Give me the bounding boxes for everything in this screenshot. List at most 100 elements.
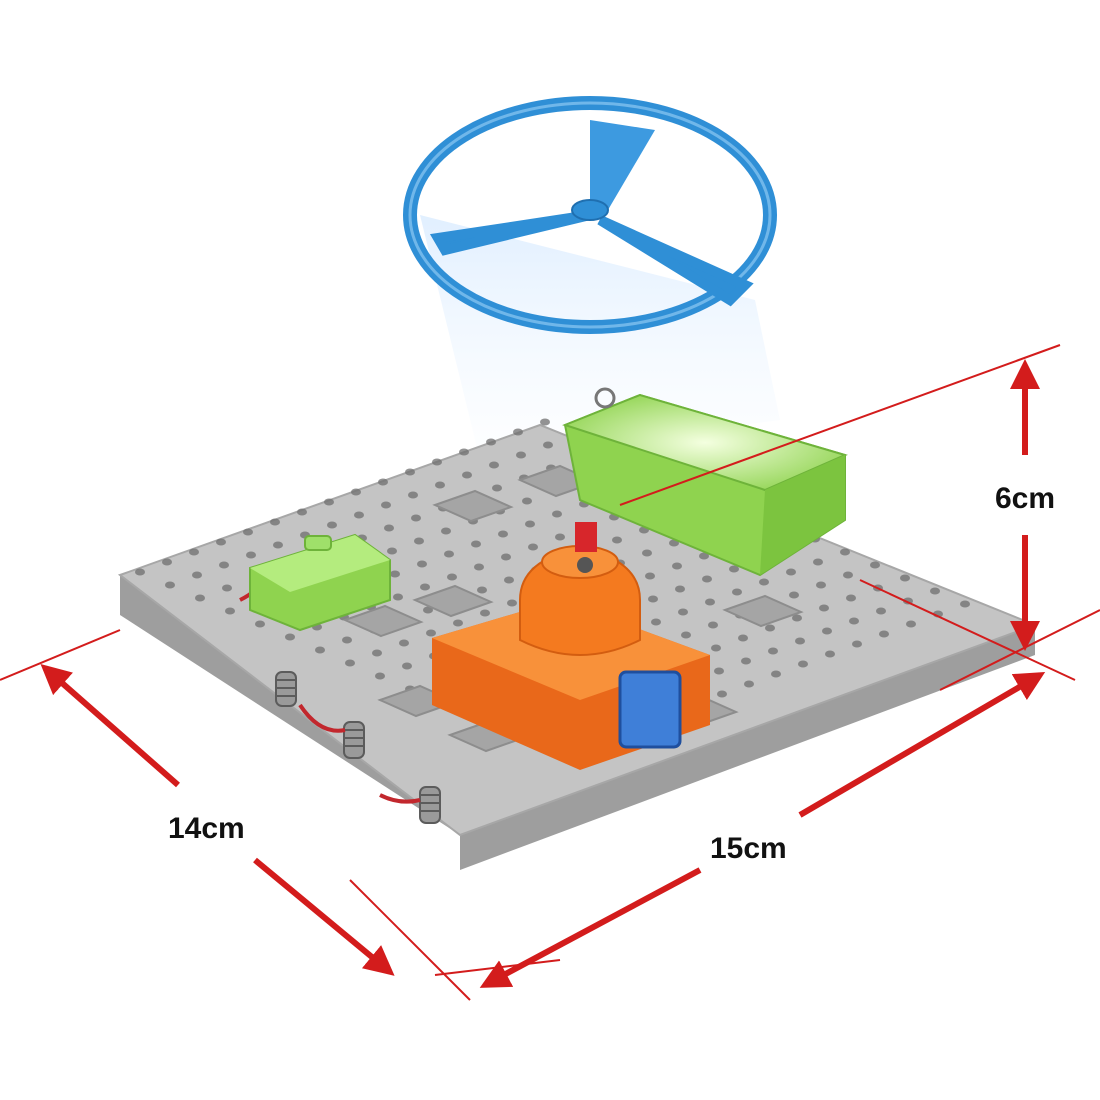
board-hole bbox=[798, 660, 808, 668]
board-hole bbox=[411, 514, 421, 522]
board-hole bbox=[216, 538, 226, 546]
board-hole bbox=[648, 595, 658, 603]
board-hole bbox=[243, 528, 253, 536]
board-hole bbox=[702, 575, 712, 583]
board-hole bbox=[741, 657, 751, 665]
spring-terminal bbox=[275, 671, 297, 707]
blue-light-window bbox=[618, 670, 682, 749]
board-hole bbox=[486, 438, 496, 446]
solar-panel-module bbox=[562, 387, 848, 577]
board-hole bbox=[501, 553, 511, 561]
board-hole bbox=[402, 662, 412, 670]
board-hole bbox=[768, 647, 778, 655]
board-hole bbox=[543, 441, 553, 449]
board-hole bbox=[432, 458, 442, 466]
board-hole bbox=[387, 547, 397, 555]
board-hole bbox=[714, 667, 724, 675]
board-hole bbox=[426, 629, 436, 637]
board-hole bbox=[930, 587, 940, 595]
board-hole bbox=[315, 646, 325, 654]
board-hole bbox=[474, 563, 484, 571]
board-hole bbox=[498, 530, 508, 538]
board-hole bbox=[462, 471, 472, 479]
board-hole bbox=[447, 573, 457, 581]
board-hole bbox=[342, 636, 352, 644]
board-hole bbox=[405, 468, 415, 476]
board-hole bbox=[528, 543, 538, 551]
board-hole bbox=[189, 548, 199, 556]
board-hole bbox=[681, 631, 691, 639]
board-hole bbox=[384, 524, 394, 532]
board-hole bbox=[492, 484, 502, 492]
depth-label: 14cm bbox=[168, 812, 245, 845]
board-hole bbox=[699, 552, 709, 560]
board-hole bbox=[393, 593, 403, 601]
board-hole bbox=[246, 551, 256, 559]
board-hole bbox=[420, 583, 430, 591]
board-hole bbox=[525, 520, 535, 528]
board-hole bbox=[345, 659, 355, 667]
board-hole bbox=[765, 624, 775, 632]
board-hole bbox=[351, 488, 361, 496]
board-hole bbox=[789, 591, 799, 599]
board-hole bbox=[540, 418, 550, 426]
board-hole bbox=[225, 607, 235, 615]
board-hole bbox=[708, 621, 718, 629]
board-hole bbox=[717, 690, 727, 698]
board-hole bbox=[612, 536, 622, 544]
board-hole bbox=[552, 510, 562, 518]
board-hole bbox=[900, 574, 910, 582]
board-hole bbox=[480, 609, 490, 617]
board-hole bbox=[408, 491, 418, 499]
board-hole bbox=[372, 649, 382, 657]
board-hole bbox=[381, 501, 391, 509]
board-hole bbox=[678, 608, 688, 616]
board-hole bbox=[399, 639, 409, 647]
propeller bbox=[403, 96, 777, 334]
width-arrow bbox=[479, 671, 1046, 988]
board-hole bbox=[819, 604, 829, 612]
board-hole bbox=[729, 565, 739, 573]
board-hole bbox=[453, 619, 463, 627]
board-hole bbox=[327, 521, 337, 529]
board-hole bbox=[642, 549, 652, 557]
board-hole bbox=[195, 594, 205, 602]
board-hole bbox=[759, 578, 769, 586]
board-hole bbox=[672, 562, 682, 570]
board-hole bbox=[255, 620, 265, 628]
board-hole bbox=[846, 594, 856, 602]
board-hole bbox=[162, 558, 172, 566]
board-hole bbox=[822, 627, 832, 635]
board-hole bbox=[843, 571, 853, 579]
board-hole bbox=[738, 634, 748, 642]
board-hole bbox=[795, 637, 805, 645]
board-hole bbox=[423, 606, 433, 614]
board-hole bbox=[507, 599, 517, 607]
board-hole bbox=[435, 481, 445, 489]
board-hole bbox=[813, 558, 823, 566]
board-hole bbox=[459, 448, 469, 456]
board-hole bbox=[516, 451, 526, 459]
board-hole bbox=[879, 630, 889, 638]
motor-module bbox=[432, 522, 710, 770]
board-hole bbox=[651, 618, 661, 626]
board-hole bbox=[273, 541, 283, 549]
board-hole bbox=[771, 670, 781, 678]
spring-terminal bbox=[343, 721, 365, 759]
board-hole bbox=[165, 581, 175, 589]
board-hole bbox=[675, 585, 685, 593]
board-hole bbox=[270, 518, 280, 526]
board-hole bbox=[471, 540, 481, 548]
board-hole bbox=[219, 561, 229, 569]
board-hole bbox=[960, 600, 970, 608]
board-hole bbox=[297, 508, 307, 516]
board-hole bbox=[441, 527, 451, 535]
board-hole bbox=[816, 581, 826, 589]
switch-module bbox=[249, 533, 391, 632]
board-hole bbox=[792, 614, 802, 622]
board-hole bbox=[444, 550, 454, 558]
board-hole bbox=[375, 672, 385, 680]
board-hole bbox=[744, 680, 754, 688]
board-hole bbox=[849, 617, 859, 625]
board-hole bbox=[786, 568, 796, 576]
